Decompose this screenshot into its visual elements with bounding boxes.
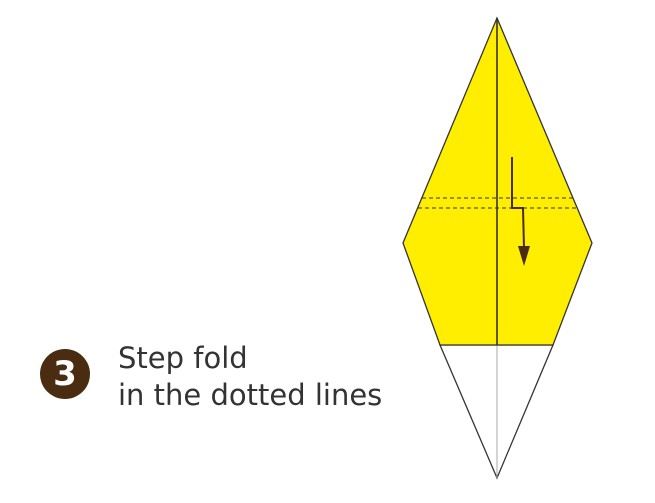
instruction-line-2: in the dotted lines [118, 378, 383, 412]
step-fold-arrow-head [518, 246, 530, 266]
step-fold-arrow-path [511, 157, 525, 249]
step-instruction: Step fold in the dotted lines [118, 340, 382, 414]
instruction-line-1: Step fold [118, 341, 248, 375]
step-number-badge: 3 [40, 349, 90, 399]
step-number: 3 [53, 354, 77, 394]
